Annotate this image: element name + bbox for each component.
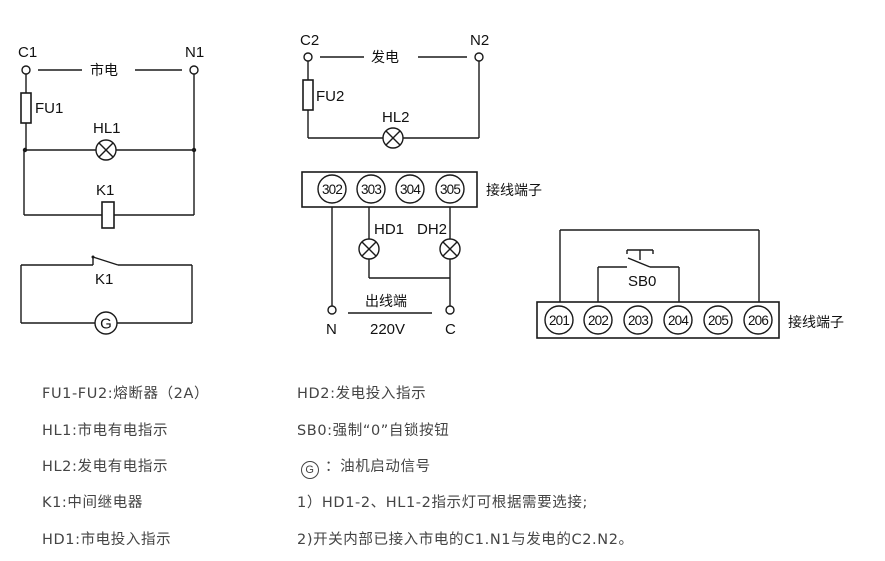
fuse-fu1-symbol <box>20 92 32 124</box>
fuse-fu1-label: FU1 <box>35 100 63 117</box>
legend-note-2: 2)开关内部已接入市电的C1.N1与发电的C2.N2。 <box>297 532 634 548</box>
terminal-n2 <box>474 52 484 62</box>
terminal-c2 <box>303 52 313 62</box>
lamp-dh2-icon <box>439 238 461 260</box>
terminal-203: 203 <box>623 305 653 335</box>
terminal-202-label: 202 <box>588 313 608 328</box>
legend-hl2: HL2:发电有电指示 <box>42 459 169 475</box>
output-terminal-c <box>445 305 455 315</box>
terminal-205-label: 205 <box>708 313 728 328</box>
terminal-203-label: 203 <box>628 313 648 328</box>
legend-generator-signal-text: ：油机启动信号 <box>325 459 431 475</box>
mains-source-label: 市电 <box>90 62 118 79</box>
legend-k1: K1:中间继电器 <box>42 495 143 511</box>
terminal-304-label: 304 <box>400 182 421 197</box>
terminal-201: 201 <box>544 305 574 335</box>
terminal-label-c1: C1 <box>18 44 37 61</box>
lamp-hl1-icon <box>95 139 117 161</box>
terminal-204: 204 <box>663 305 693 335</box>
terminal-c1 <box>21 65 31 75</box>
lamp-hd1-icon <box>358 238 380 260</box>
terminal-label-n1: N1 <box>185 44 204 61</box>
terminal-304: 304 <box>395 174 425 204</box>
terminal-303: 303 <box>356 174 386 204</box>
lamp-hl1-label: HL1 <box>93 120 121 137</box>
terminal-n1 <box>189 65 199 75</box>
terminal-block-300: 302 303 304 305 接线端子 HD1 DH2 <box>301 171 542 338</box>
lamp-dh2-label: DH2 <box>417 221 447 238</box>
legend-sb0: SB0:强制“0”自锁按钮 <box>297 423 450 439</box>
generator-g-icon <box>94 311 118 335</box>
output-voltage: 220V <box>370 321 405 338</box>
terminal-block-300-label: 接线端子 <box>486 182 542 199</box>
k1-contact-blade <box>92 256 119 266</box>
terminal-302: 302 <box>317 174 347 204</box>
terminal-305: 305 <box>435 174 465 204</box>
push-button-sb0-label: SB0 <box>628 273 656 290</box>
terminal-block-200: SB0 201 202 203 204 205 206 接线端子 <box>536 229 844 339</box>
lamp-hl2-icon <box>382 127 404 149</box>
terminal-205: 205 <box>703 305 733 335</box>
output-c-label: C <box>445 321 456 338</box>
relay-k1-coil-symbol <box>101 201 115 229</box>
terminal-302-label: 302 <box>322 182 342 197</box>
legend-generator-signal: G ：油机启动信号 <box>297 455 431 479</box>
mains-circuit: C1 N1 市电 FU1 HL1 K1 <box>18 44 204 229</box>
generator-signal-circuit: K1 G <box>20 255 193 335</box>
terminal-block-200-frame <box>536 301 780 339</box>
terminal-204-label: 204 <box>668 313 689 328</box>
push-button-sb0-icon <box>626 249 654 268</box>
generator-g-label: G <box>100 316 112 333</box>
generator-circuit: C2 N2 发电 FU2 HL2 <box>300 32 489 149</box>
legend-note-1: 1）HD1-2、HL1-2指示灯可根据需要选接; <box>297 495 588 511</box>
generator-source-label: 发电 <box>371 50 399 66</box>
generator-g-icon: G <box>301 461 319 479</box>
lamp-hl2-label: HL2 <box>382 109 410 126</box>
terminal-305-label: 305 <box>440 182 460 197</box>
fuse-fu2-symbol <box>302 79 314 111</box>
output-terminal-n <box>327 305 337 315</box>
terminal-202: 202 <box>583 305 613 335</box>
terminal-201-label: 201 <box>549 313 569 328</box>
terminal-303-label: 303 <box>361 182 381 197</box>
terminal-block-200-label: 接线端子 <box>788 314 844 331</box>
output-n-label: N <box>326 321 337 338</box>
lamp-hd1-label: HD1 <box>374 221 404 238</box>
fuse-fu2-label: FU2 <box>316 88 344 105</box>
legend-hl1: HL1:市电有电指示 <box>42 423 169 439</box>
legend-hd1: HD1:市电投入指示 <box>42 532 172 548</box>
terminal-206-label: 206 <box>748 313 768 328</box>
output-label: 出线端 <box>365 294 407 310</box>
contact-k1-label: K1 <box>95 271 113 288</box>
legend-fuse: FU1-FU2:熔断器（2A） <box>42 386 210 402</box>
legend-hd2: HD2:发电投入指示 <box>297 386 427 402</box>
terminal-206: 206 <box>743 305 773 335</box>
terminal-label-n2: N2 <box>470 32 489 49</box>
terminal-label-c2: C2 <box>300 32 319 49</box>
relay-k1-label: K1 <box>96 182 114 199</box>
